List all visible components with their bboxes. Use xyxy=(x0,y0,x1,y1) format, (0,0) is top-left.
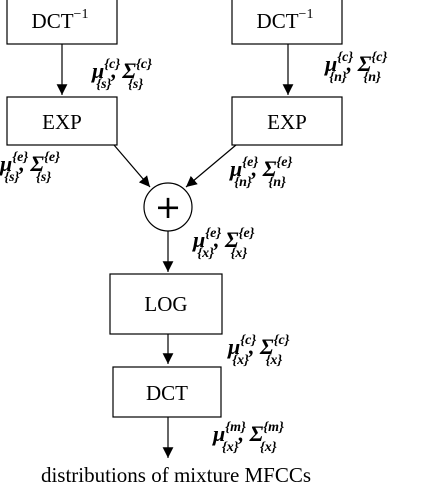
arrow-exp-left-to-adder xyxy=(113,144,151,188)
plus-icon: + xyxy=(155,188,182,226)
exp-left-block: EXP xyxy=(6,96,118,146)
dct-label: DCT xyxy=(146,381,188,405)
dct-inverse-right-superscript: −1 xyxy=(299,7,314,22)
mixture-mfcc-params-label: μ{m}{x}, Σ{m}{x} xyxy=(212,420,284,455)
mixture-exp-params-label: μ{e}{x}, Σ{e}{x} xyxy=(192,226,255,261)
log-label: LOG xyxy=(144,292,187,316)
speech-cepstral-params-label: μ{c}{s}, Σ{c}{s} xyxy=(91,57,152,92)
noise-exp-params-label: μ{e}{n}, Σ{e}{n} xyxy=(229,155,292,190)
dct-inverse-right-block: DCT−1 xyxy=(231,0,343,45)
log-block: LOG xyxy=(109,273,223,335)
dct-inverse-left-label: DCT xyxy=(32,9,74,33)
dct-inverse-right-label: DCT xyxy=(257,9,299,33)
exp-right-block: EXP xyxy=(231,96,343,146)
dct-block: DCT xyxy=(112,366,222,418)
speech-exp-params-label: μ{e}{s}, Σ{e}{s} xyxy=(0,150,60,185)
exp-left-label: EXP xyxy=(42,110,82,134)
dct-inverse-left-block: DCT−1 xyxy=(6,0,118,45)
exp-right-label: EXP xyxy=(267,110,307,134)
arrow-exp-right-to-adder xyxy=(185,144,237,188)
output-caption: distributions of mixture MFCCs xyxy=(41,463,311,487)
svg-text:DCT−1: DCT−1 xyxy=(257,7,314,33)
dct-inverse-left-superscript: −1 xyxy=(74,7,89,22)
mixture-cepstral-params-label: μ{c}{x}, Σ{c}{x} xyxy=(227,333,290,368)
noise-cepstral-params-label: μ{c}{n}, Σ{c}{n} xyxy=(324,50,387,85)
adder-node: + xyxy=(143,182,193,232)
svg-text:DCT−1: DCT−1 xyxy=(32,7,89,33)
